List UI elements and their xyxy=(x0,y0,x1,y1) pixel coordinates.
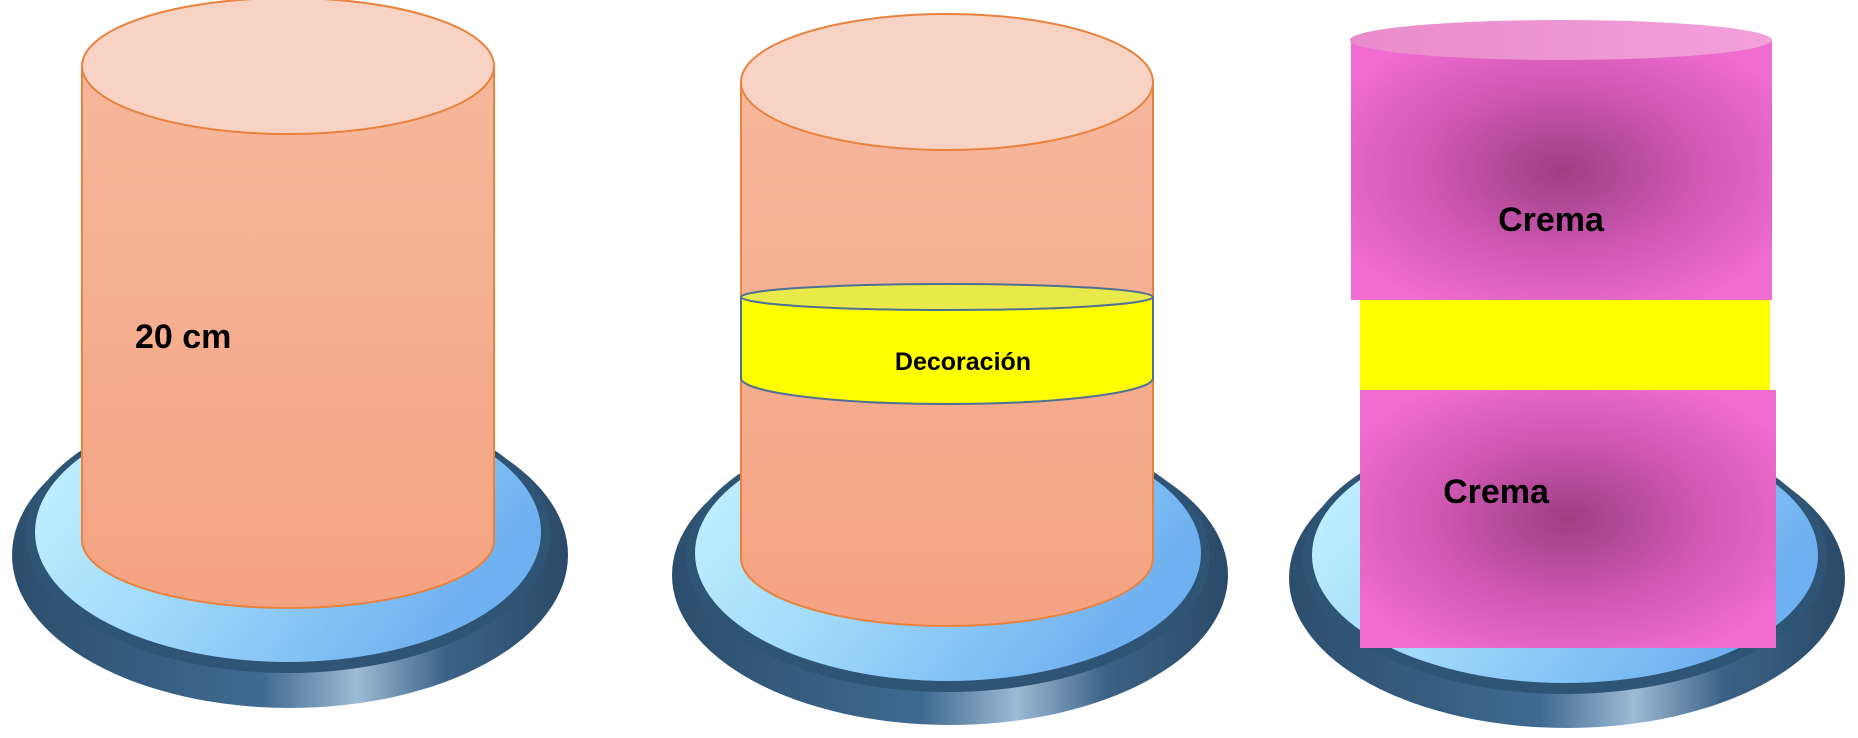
decoration-label: Decoración xyxy=(895,348,1031,376)
bottom-cream-layer xyxy=(1360,390,1776,648)
top-cream-label: Crema xyxy=(1498,201,1605,239)
cake-cylinder xyxy=(81,0,495,609)
height-label: 20 cm xyxy=(135,318,231,356)
bottom-cream-label: Crema xyxy=(1443,473,1550,511)
top-cream-layer xyxy=(1350,20,1772,300)
cream-cake: Crema Crema xyxy=(1289,20,1845,728)
decoration-band xyxy=(740,283,1154,405)
decoration-band xyxy=(1360,300,1770,390)
plain-cake: 20 cm xyxy=(12,0,568,708)
decorated-cake: Decoración xyxy=(672,13,1228,725)
